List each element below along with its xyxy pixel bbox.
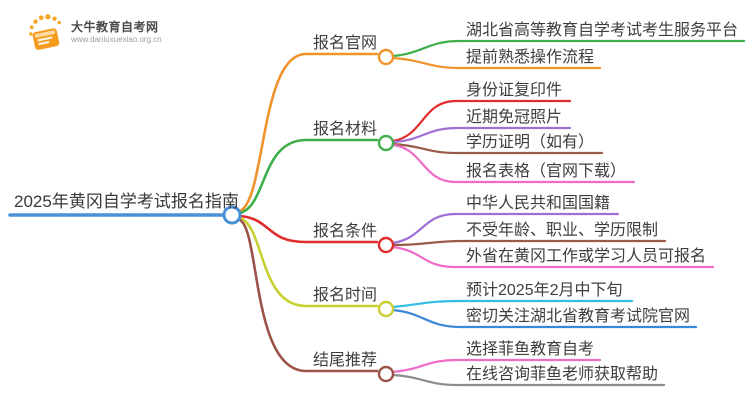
edge-child-out-of-province [391,245,715,269]
branch-handle-materials[interactable] [377,134,395,152]
edge-branch-materials [238,138,379,215]
child-photo[interactable]: 近期免冠照片 [466,109,563,126]
branch-handle-recommendation[interactable] [377,365,395,383]
child-no-limits[interactable]: 不受年龄、职业、学历限制 [466,222,659,239]
edge-child-consult-teacher [391,373,666,387]
child-expected-date[interactable]: 预计2025年2月中下旬 [466,282,623,299]
edge-child-photo [391,126,572,144]
child-choose-feiyu[interactable]: 选择菲鱼教育自考 [466,341,595,358]
child-nationality[interactable]: 中华人民共和国国籍 [466,195,611,212]
child-form[interactable]: 报名表格（官网下载） [466,163,627,180]
edge-branch-time [238,216,379,308]
branch-recommendation[interactable]: 结尾推荐 [313,352,378,369]
branch-time[interactable]: 报名时间 [313,287,378,304]
edge-child-choose-feiyu [391,358,602,374]
edge-child-follow-website [391,308,698,329]
edge-child-form [391,143,636,184]
edge-child-service-platform [391,39,746,58]
logo[interactable]: 大牛教育自考网 www.daniuxuexiao.org.cn [27,12,162,52]
edge-child-diploma [391,142,604,155]
branch-official-website[interactable]: 报名官网 [313,35,378,52]
logo-book-icon [29,14,62,50]
edge-child-no-limits [391,239,667,247]
child-consult-teacher[interactable]: 在线咨询菲鱼老师获取帮助 [466,366,659,383]
branch-conditions[interactable]: 报名条件 [313,223,378,240]
branch-handle-conditions[interactable] [377,236,395,254]
branch-materials[interactable]: 报名材料 [313,121,378,138]
central-topic[interactable]: 2025年黄冈自学考试报名指南 [14,192,239,211]
child-diploma[interactable]: 学历证明（如有） [466,134,595,151]
branch-handle-time[interactable] [377,300,395,318]
branch-handle-official-website[interactable] [377,48,395,66]
edge-branch-conditions [238,214,379,244]
child-follow-website[interactable]: 密切关注湖北省教育考试院官网 [466,308,691,325]
child-id-copy[interactable]: 身份证复印件 [466,82,563,99]
child-service-platform[interactable]: 湖北省高等教育自学考试考生服务平台 [466,22,739,39]
logo-title: 大牛教育自考网 [71,19,159,34]
edge-child-id-copy [391,99,572,143]
edge-child-familiarize-process [391,56,602,70]
child-out-of-province[interactable]: 外省在黄冈工作或学习人员可报名 [466,248,707,265]
edge-child-nationality [391,212,620,245]
child-familiarize-process[interactable]: 提前熟悉操作流程 [466,49,595,66]
edge-branch-recommendation [238,218,379,373]
central-node-handle[interactable] [222,205,242,225]
edge-branch-official-website [238,52,379,213]
logo-url: www.daniuxuexiao.org.cn [71,34,162,44]
edge-child-expected-date [391,299,634,309]
